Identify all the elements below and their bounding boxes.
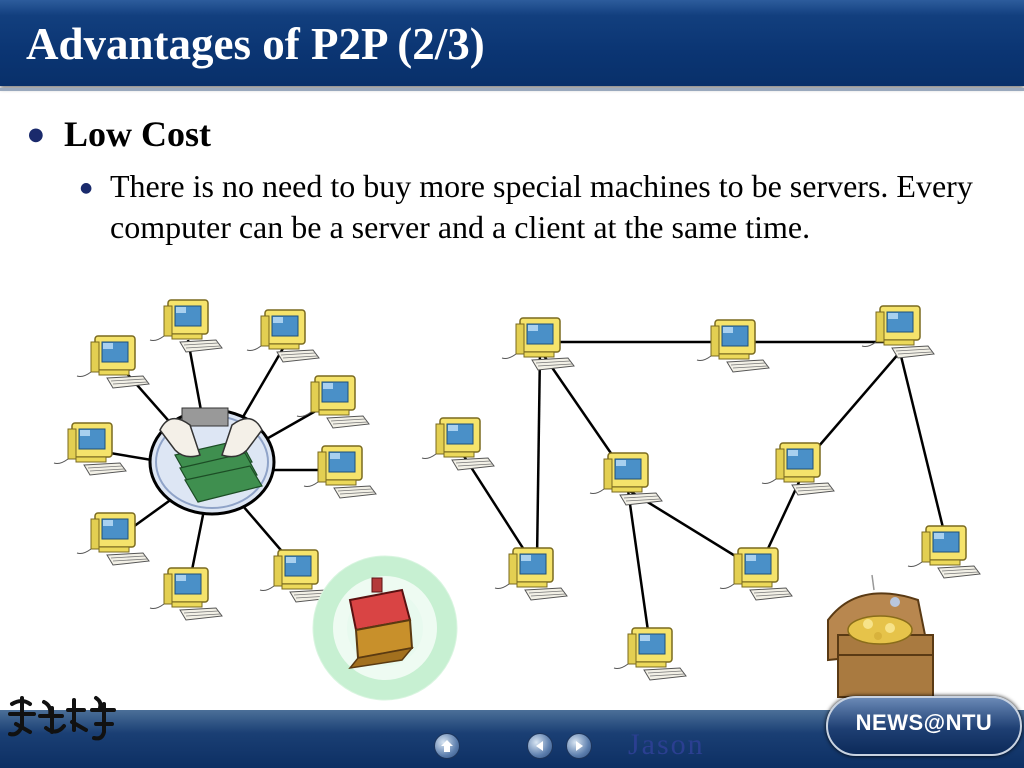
computer-icon <box>149 299 223 353</box>
sub-bullet-icon: ● <box>80 180 93 196</box>
open-box-icon <box>312 555 458 701</box>
computer-icon <box>76 512 150 566</box>
computer-icon <box>613 627 687 681</box>
network-diagram <box>53 299 981 701</box>
title-bar: Advantages of P2P (2/3) <box>0 0 1024 91</box>
bullet-body: There is no need to buy more special mac… <box>110 168 973 245</box>
previous-icon <box>536 741 543 751</box>
bullet-heading: Low Cost <box>64 114 212 154</box>
home-button[interactable] <box>434 733 460 759</box>
computer-icon <box>696 319 770 373</box>
bullet-icon: ● <box>28 124 44 145</box>
computer-icon <box>761 442 835 496</box>
computer-icon <box>421 417 495 471</box>
badge-label: NEWS@NTU <box>855 710 993 735</box>
computer-icon <box>303 445 377 499</box>
money-server-icon <box>148 407 276 516</box>
computer-icon <box>501 317 575 371</box>
next-button[interactable] <box>566 733 592 759</box>
computer-icon <box>494 547 568 601</box>
computer-icon <box>719 547 793 601</box>
computer-icon <box>246 309 320 363</box>
computer-icon <box>589 452 663 506</box>
news-badge: NEWS@NTU <box>826 696 1022 756</box>
slide-title: Advantages of P2P (2/3) <box>26 19 485 69</box>
previous-button[interactable] <box>527 733 553 759</box>
computer-icon <box>149 567 223 621</box>
computer-icon <box>53 422 127 476</box>
treasure-chest-icon <box>827 574 934 698</box>
author-name: Jason <box>628 728 705 761</box>
next-icon <box>576 741 583 751</box>
ntu-logo <box>8 696 116 741</box>
home-icon <box>441 740 453 752</box>
computer-icon <box>76 335 150 389</box>
computer-icon <box>861 305 935 359</box>
computer-icon <box>296 375 370 429</box>
computer-icon <box>907 525 981 579</box>
